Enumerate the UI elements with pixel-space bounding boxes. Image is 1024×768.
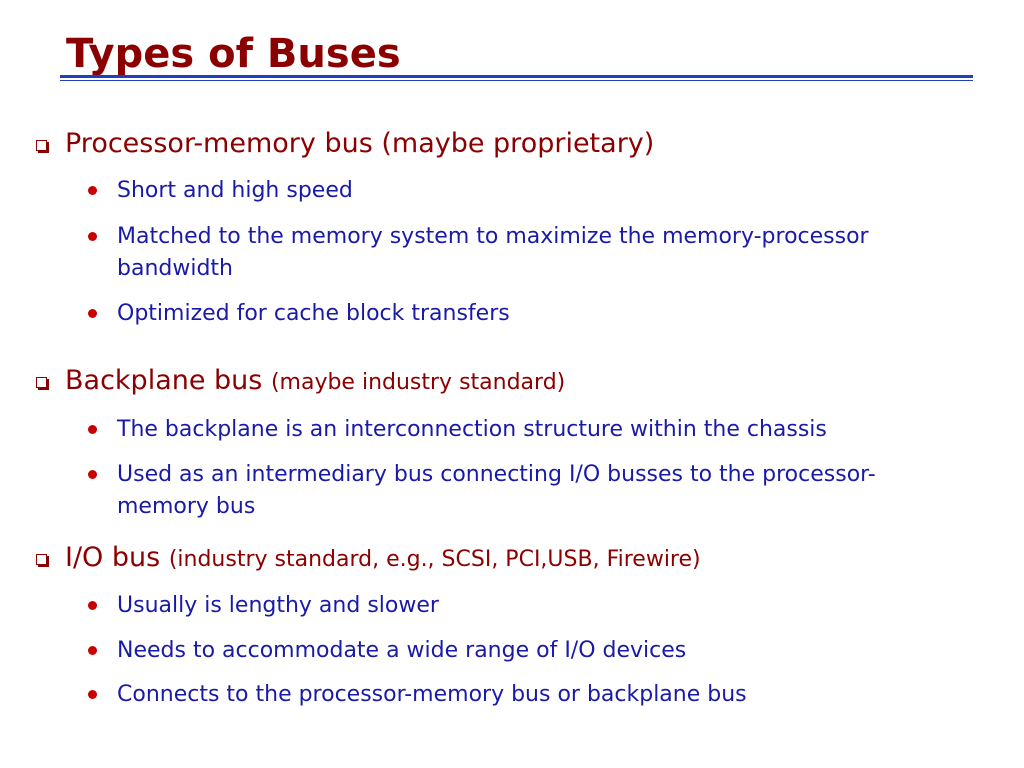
section-heading: Backplane bus xyxy=(65,365,263,396)
round-bullet-icon xyxy=(88,186,97,195)
bullet-text: Matched to the memory system to maximize… xyxy=(117,224,869,281)
section-processor-memory-bus: Processor-memory bus (maybe proprietary) xyxy=(36,128,654,160)
round-bullet-icon xyxy=(88,601,97,610)
list-item: The backplane is an interconnection stru… xyxy=(88,414,987,446)
bullet-text: Short and high speed xyxy=(117,178,353,203)
list-item: Short and high speed xyxy=(88,175,987,207)
square-bullet-icon xyxy=(36,377,47,388)
section-io-bus: I/O bus (industry standard, e.g., SCSI, … xyxy=(36,542,701,574)
title-underline-thin xyxy=(60,80,973,81)
list-item: Connects to the processor-memory bus or … xyxy=(88,679,987,711)
section-note: (industry standard, e.g., SCSI, PCI,USB,… xyxy=(168,547,701,572)
section-backplane-bus: Backplane bus (maybe industry standard) xyxy=(36,365,565,397)
square-bullet-icon xyxy=(36,140,47,151)
bullet-text: Needs to accommodate a wide range of I/O… xyxy=(117,638,687,663)
list-item: Needs to accommodate a wide range of I/O… xyxy=(88,635,987,667)
bullet-text: The backplane is an interconnection stru… xyxy=(117,417,827,442)
section-note: (maybe industry standard) xyxy=(270,370,566,395)
list-item: Matched to the memory system to maximize… xyxy=(88,221,897,285)
bullet-text: Connects to the processor-memory bus or … xyxy=(117,682,747,707)
title-underline xyxy=(60,75,973,78)
square-bullet-icon xyxy=(36,554,47,565)
list-item: Used as an intermediary bus connecting I… xyxy=(88,459,917,523)
bullet-text: Usually is lengthy and slower xyxy=(117,593,439,618)
section-heading: Processor-memory bus (maybe proprietary) xyxy=(65,128,655,159)
round-bullet-icon xyxy=(88,470,97,479)
list-item: Usually is lengthy and slower xyxy=(88,590,987,622)
list-item: Optimized for cache block transfers xyxy=(88,298,987,330)
round-bullet-icon xyxy=(88,425,97,434)
bullet-text: Optimized for cache block transfers xyxy=(117,301,510,326)
section-heading: I/O bus xyxy=(65,542,161,573)
slide-title: Types of Buses xyxy=(66,31,401,77)
bullet-text: Used as an intermediary bus connecting I… xyxy=(117,462,876,519)
round-bullet-icon xyxy=(88,690,97,699)
round-bullet-icon xyxy=(88,646,97,655)
round-bullet-icon xyxy=(88,232,97,241)
round-bullet-icon xyxy=(88,309,97,318)
